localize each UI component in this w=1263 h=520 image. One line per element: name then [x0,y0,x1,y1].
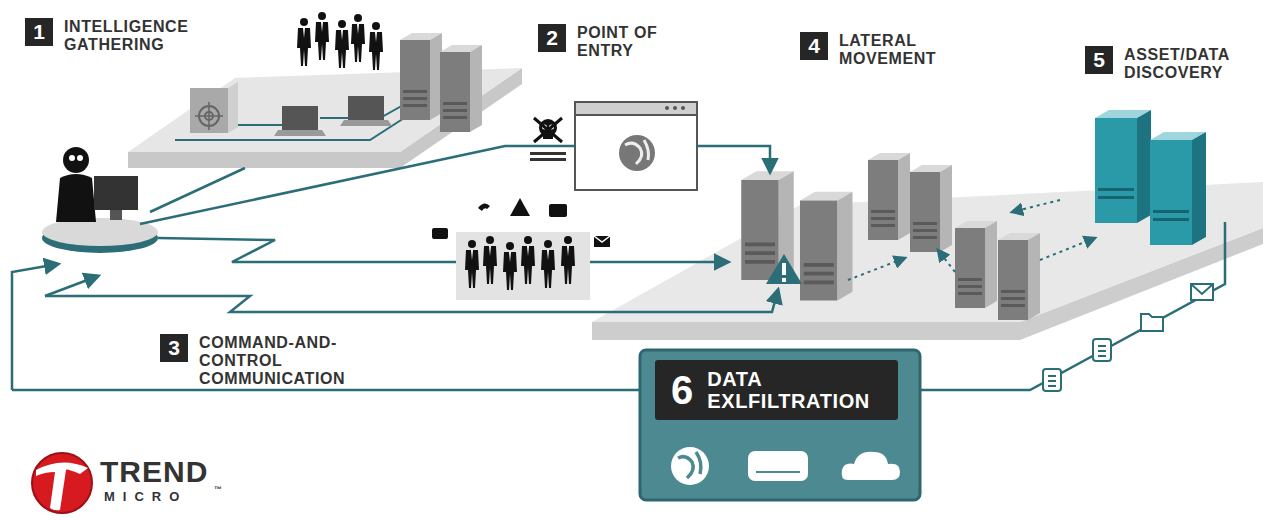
step-number: 3 [160,334,188,362]
step-number: 4 [800,32,828,60]
stage-heading: 4 LATERAL MOVEMENT [800,32,951,68]
stage-panel: 6 DATA EXLFILTRATION [655,360,898,420]
brand-name: MICRO [104,489,187,504]
stage-heading: 1 INTELLIGENCE GATHERING [25,18,214,54]
stage-heading: 2 POINT OF ENTRY [538,24,673,60]
step-number: 6 [671,370,693,410]
step-number: 1 [25,18,53,46]
step-name: INTELLIGENCE GATHERING [64,18,214,54]
stage-heading: 5 ASSET/DATA DISCOVERY [1085,46,1246,82]
step-name: POINT OF ENTRY [577,24,673,60]
stage-heading: 3 COMMAND-AND-CONTROL COMMUNICATION [160,334,419,388]
brand-name: TREND [100,455,208,489]
step-number: 5 [1085,46,1113,74]
step-name: DATA EXLFILTRATION [707,368,882,412]
step-name: LATERAL MOVEMENT [839,32,951,68]
step-name: COMMAND-AND-CONTROL COMMUNICATION [199,334,419,388]
step-number: 2 [538,24,566,52]
trademark: ™ [214,485,222,494]
step-name: ASSET/DATA DISCOVERY [1124,46,1246,82]
